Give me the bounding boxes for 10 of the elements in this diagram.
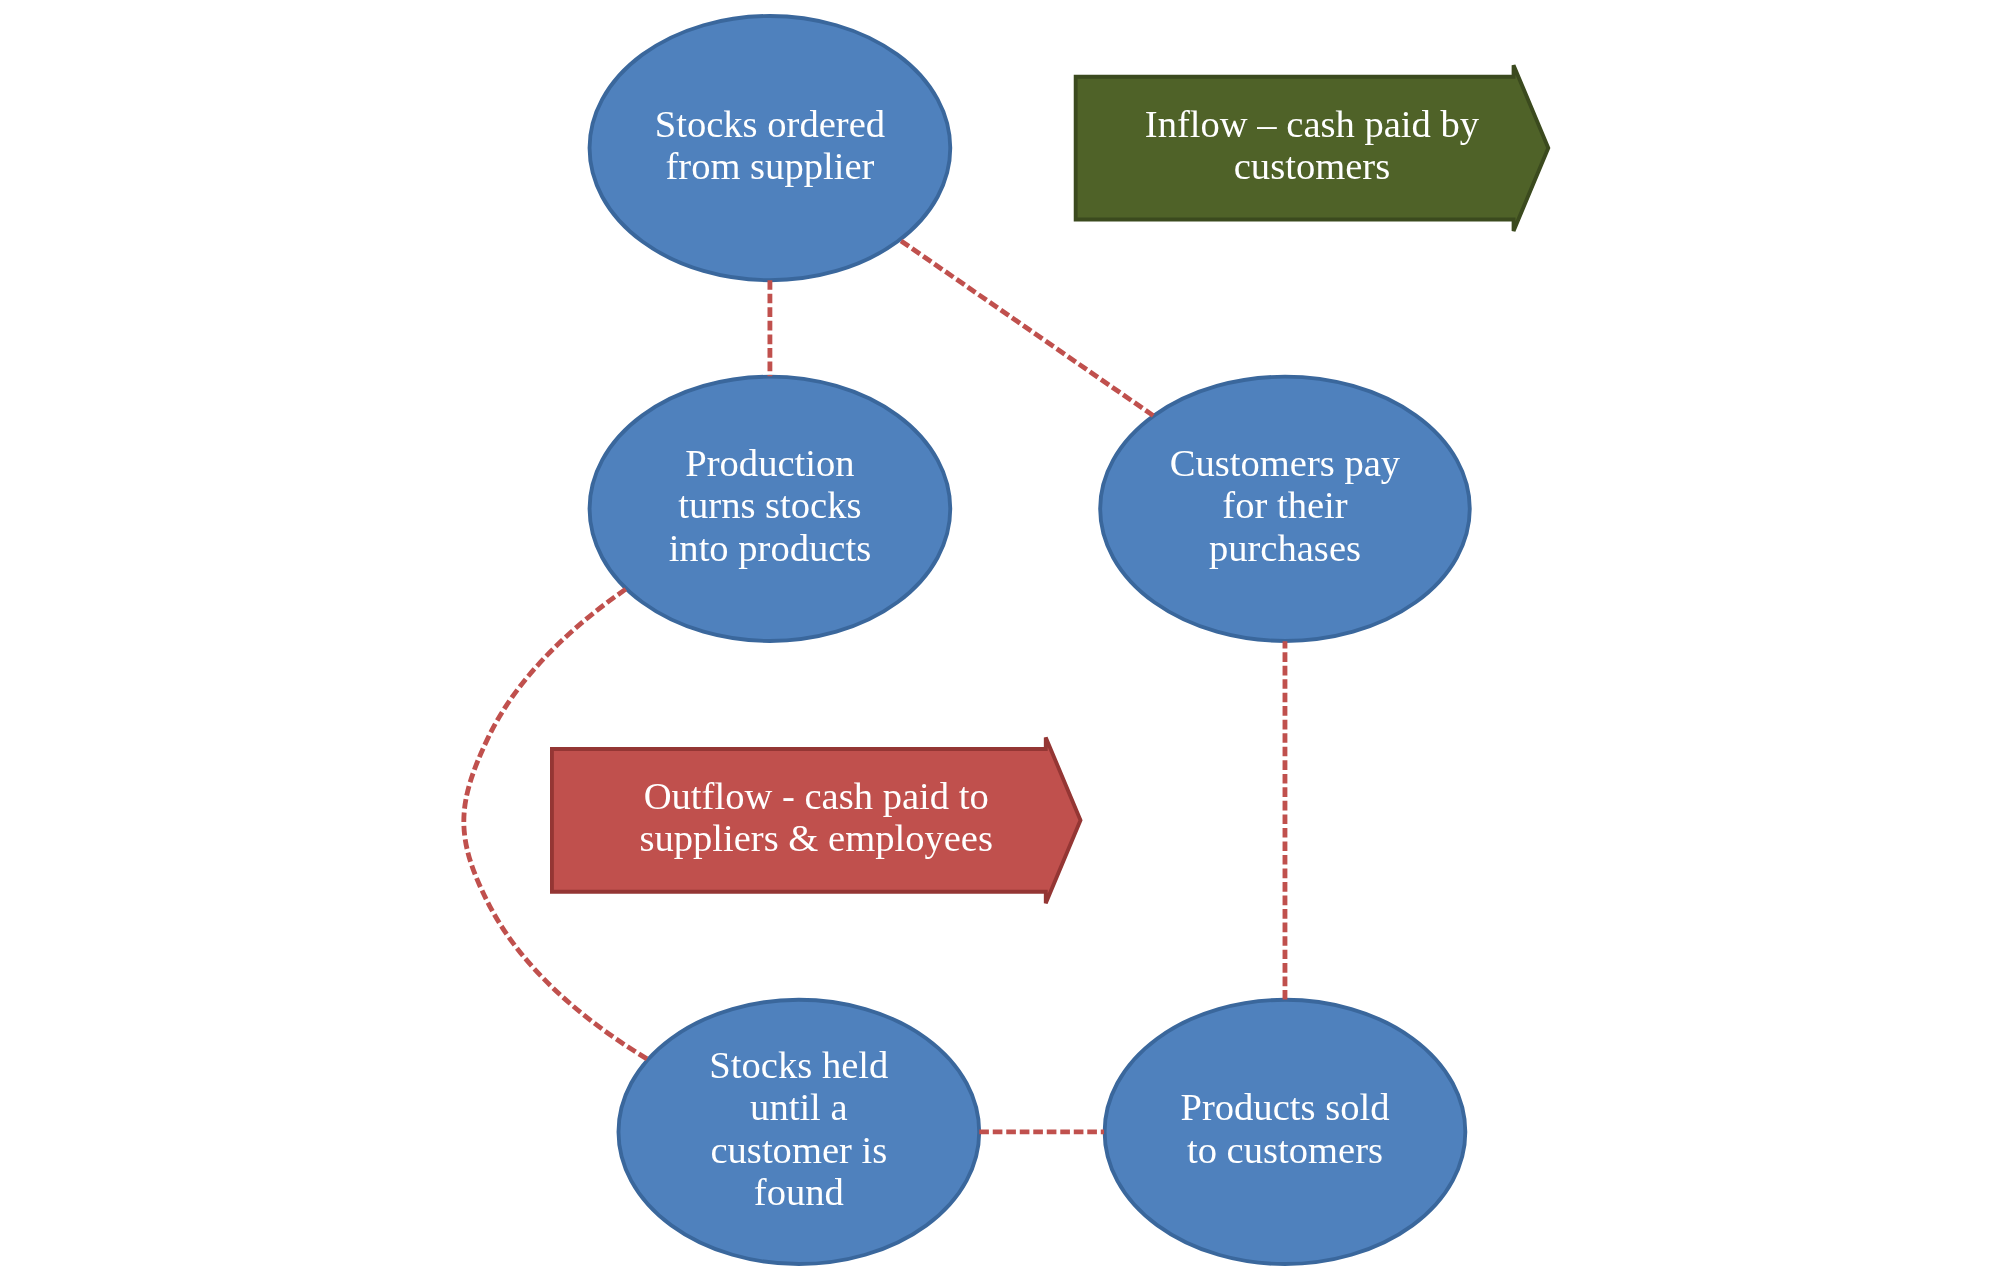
node-ellipse: Customers pay for their purchases xyxy=(1098,374,1472,643)
node-ellipse: Production turns stocks into products xyxy=(587,374,953,643)
connector xyxy=(461,587,649,1062)
node-ellipse: Stocks held until a customer is found xyxy=(616,997,982,1266)
node-ellipse: Products sold to customers xyxy=(1102,997,1468,1266)
connector xyxy=(767,280,773,377)
connector xyxy=(898,238,1155,418)
connector xyxy=(979,1129,1105,1135)
node-ellipse: Stocks ordered from supplier xyxy=(587,14,953,283)
connector xyxy=(1282,641,1288,1000)
